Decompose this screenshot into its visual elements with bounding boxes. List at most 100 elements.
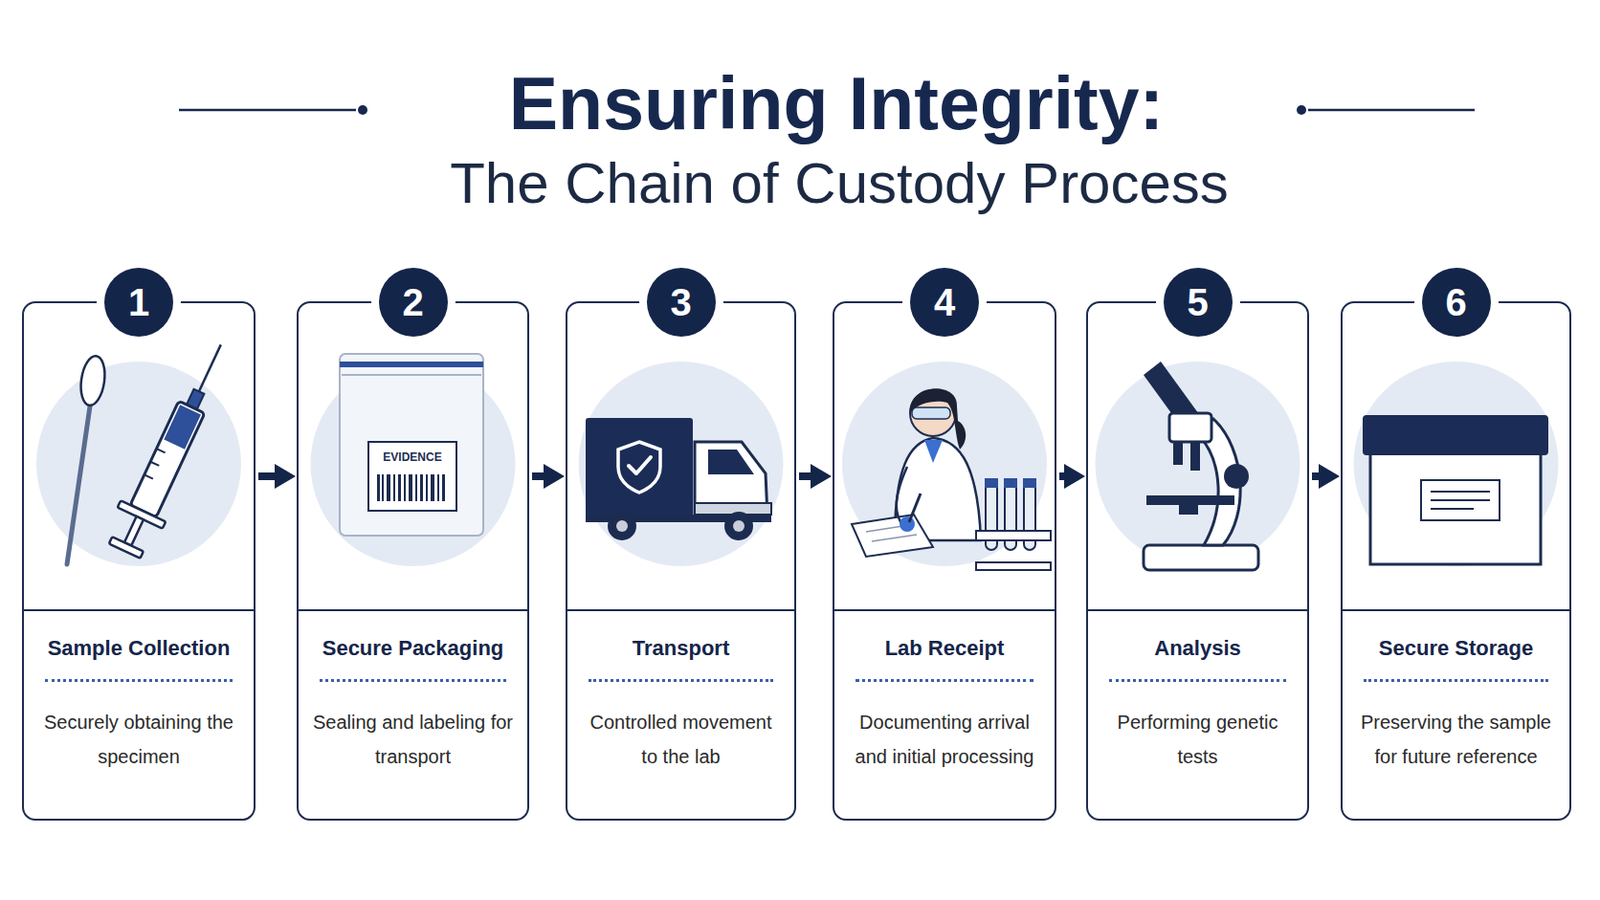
bag-seal: [339, 361, 484, 368]
microscope-condenser: [1178, 505, 1199, 515]
lab-coat: [894, 438, 981, 541]
step-number: 1: [104, 267, 174, 337]
syringe-liquid: [163, 404, 201, 449]
tube-cap: [1022, 478, 1037, 489]
decor-dot: [357, 105, 368, 115]
barcode-bar: [381, 474, 384, 502]
evidence-tag-text: EVIDENCE: [368, 449, 457, 466]
truck-hubcap: [616, 520, 628, 533]
clipboard: [851, 514, 934, 557]
truck-wheel: [724, 511, 754, 541]
microscope-base: [1143, 545, 1259, 571]
flow-arrow: [799, 472, 821, 481]
step-description: Securely obtaining the specimen: [38, 705, 240, 775]
icon-backdrop: [578, 361, 784, 567]
step-number: 2: [378, 267, 448, 337]
decor-line: [178, 109, 356, 112]
box-label: [1421, 480, 1500, 521]
barcode-bar: [393, 474, 396, 502]
objective-lens: [1173, 442, 1183, 466]
dotted-rule: [44, 679, 233, 683]
barcode-bar: [408, 474, 413, 502]
barcode-bar: [442, 474, 445, 502]
step-description: Preserving the sample for future referen…: [1355, 705, 1557, 775]
card-divider: [23, 609, 254, 612]
syringe: [102, 333, 245, 562]
step-description: Controlled movement to the lab: [580, 705, 782, 775]
syringe-needle: [199, 344, 222, 392]
step-title: Transport: [567, 634, 795, 664]
box-body: [1370, 447, 1541, 565]
truck-icon: [585, 418, 772, 541]
clipboard-line: [871, 534, 917, 542]
flow-arrow: [258, 472, 285, 481]
box-label-line: [1430, 490, 1490, 493]
bag-seam: [341, 374, 482, 377]
step-description: Documenting arrival and initial processi…: [844, 705, 1045, 775]
page-subtitle: The Chain of Custody Process: [408, 155, 1270, 213]
barcode-bar: [430, 474, 435, 502]
focus-knob: [1223, 464, 1249, 489]
decor-line: [1308, 109, 1475, 112]
box-label-line: [1430, 499, 1490, 502]
step-number: 3: [646, 267, 716, 337]
check-symbol: [628, 457, 651, 474]
icon-backdrop: [1095, 361, 1301, 567]
swab-head: [77, 355, 108, 408]
icon-backdrop: [1354, 361, 1559, 567]
card-divider: [298, 609, 528, 612]
icon-backdrops: [36, 361, 1559, 567]
step-card: 4Lab ReceiptDocumenting arrival and init…: [832, 301, 1057, 822]
barcode: [377, 474, 445, 502]
tube-rack-base: [976, 562, 1051, 571]
syringe-tick: [150, 462, 159, 467]
syringe-tick: [144, 474, 154, 479]
step-card: 6Secure StoragePreserving the sample for…: [1340, 301, 1572, 822]
syringe-plunger: [124, 516, 144, 547]
truck-bumper: [694, 503, 772, 515]
step-title: Analysis: [1088, 634, 1308, 664]
barcode-bar: [403, 474, 406, 502]
hair: [910, 388, 966, 450]
objective-lens: [1190, 442, 1200, 471]
bag-tag: [368, 442, 457, 512]
swab-stick: [66, 400, 91, 565]
step-description: Sealing and labeling for transport: [312, 705, 514, 775]
barcode-bar: [420, 474, 423, 502]
tube-rack: [976, 531, 1051, 541]
dotted-rule: [1363, 679, 1549, 683]
syringe-barrel: [130, 400, 205, 517]
scientist-icon: [851, 388, 1051, 571]
step-title: Secure Storage: [1342, 634, 1570, 664]
flow-arrow: [532, 472, 554, 481]
microscope-icon: [1143, 361, 1259, 571]
step-number: 4: [910, 267, 979, 337]
flow-arrow: [1311, 472, 1329, 481]
step-card: 5AnalysisPerforming genetic tests: [1086, 301, 1310, 822]
step-title: Secure Packaging: [298, 634, 528, 664]
step-title: Sample Collection: [23, 634, 254, 664]
step-card: 3TransportControlled movement to the lab: [565, 301, 797, 822]
step-number: 5: [1163, 267, 1233, 337]
evidence-bag-icon: [339, 354, 484, 536]
syringe-tick: [156, 448, 166, 453]
icon-backdrop: [36, 361, 242, 567]
storage-box-icon: [1363, 416, 1548, 565]
page-title: Ensuring Integrity:: [434, 66, 1239, 141]
truck-wheel: [607, 511, 637, 541]
barcode-bar: [377, 474, 380, 502]
microscope-head: [1169, 413, 1212, 443]
flow-arrow: [1059, 472, 1074, 481]
barcode-bar: [425, 474, 428, 502]
shirt: [924, 440, 943, 464]
card-divider: [1342, 609, 1570, 612]
barcode-bar: [415, 474, 418, 502]
step-description: Performing genetic tests: [1097, 705, 1299, 775]
tube-cap: [984, 478, 999, 489]
card-divider: [567, 609, 795, 612]
syringe-cap: [109, 536, 144, 558]
truck-cargo: [585, 418, 693, 517]
step-card: 1Sample CollectionSecurely obtaining the…: [22, 301, 256, 822]
decor-dot: [1296, 105, 1307, 115]
